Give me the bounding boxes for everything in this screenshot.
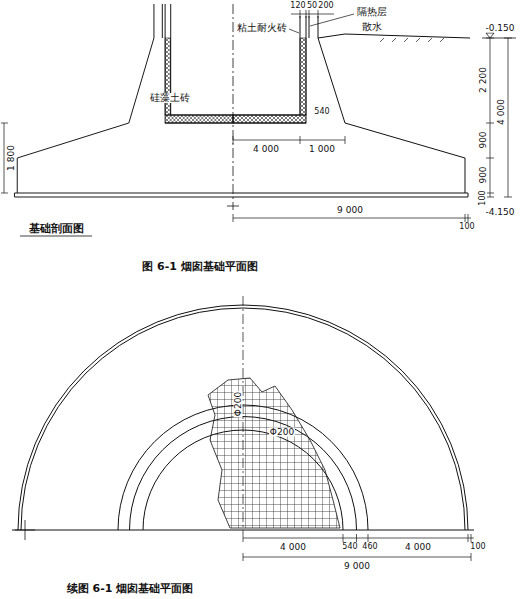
dimension-label: 4 000: [497, 98, 506, 126]
dimension-label: 460: [361, 543, 378, 551]
dimension-label: 100: [469, 543, 486, 551]
dimension-label: 粘土耐火砖: [236, 23, 288, 33]
dimension-label: Φ200: [234, 391, 243, 417]
dimension-label: 4 000: [252, 145, 280, 154]
figure-caption: 基础剖面图: [28, 223, 85, 234]
dimension-label: 100: [479, 189, 487, 206]
dimension-label: 540: [313, 108, 330, 116]
dimension-label: 散水: [361, 22, 383, 32]
dimension-label: 1 000: [308, 145, 336, 154]
dimension-label: 2 200: [479, 66, 488, 94]
dimension-label: 9 000: [336, 206, 364, 215]
dimension-label: 隔热层: [356, 7, 388, 17]
dimension-label: 硅藻土砖: [149, 93, 191, 103]
dimension-label: Φ200: [269, 428, 295, 437]
dimension-label: -0.150: [484, 24, 515, 33]
dimension-label: 120: [289, 2, 306, 10]
dimension-label: 50: [306, 2, 318, 10]
dimension-label: 4 000: [279, 543, 307, 552]
dimension-label: -4.150: [484, 208, 515, 217]
dimension-label: 540: [341, 543, 358, 551]
figure-caption: 图 6-1 烟囱基础平面图: [141, 261, 259, 272]
dimension-label: 100: [458, 223, 475, 231]
dimension-label: 1 800: [7, 144, 16, 172]
dimension-label: 900: [479, 165, 488, 184]
dimension-label: 4 000: [404, 543, 432, 552]
dimension-label: 200: [317, 2, 334, 10]
figure-caption: 续图 6-1 烟囱基础平面图: [66, 583, 195, 594]
dimension-label: 9 000: [343, 562, 371, 571]
dimension-label: 900: [479, 130, 488, 149]
